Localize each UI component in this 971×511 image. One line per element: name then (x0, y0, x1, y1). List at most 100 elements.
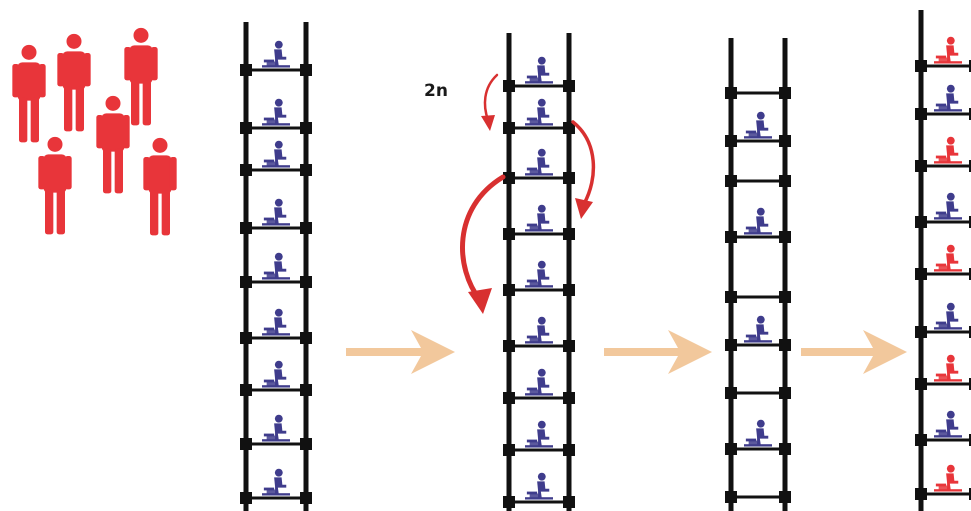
rung-joint (725, 387, 737, 399)
rung-joint (969, 434, 971, 446)
rung-joint (300, 122, 312, 134)
rung-joint (779, 291, 791, 303)
rung-joint (725, 291, 737, 303)
rung-joint (915, 108, 927, 120)
label-2n: 2n (424, 81, 448, 101)
rung-joint (563, 496, 575, 508)
move-arrows (460, 73, 596, 314)
curved-arrow-icon (571, 120, 596, 219)
seated-person-icon (262, 468, 290, 496)
ladder-2 (503, 33, 575, 511)
ladder-1 (240, 22, 312, 511)
rung-joint (969, 488, 971, 500)
crowd-group (12, 27, 177, 236)
seated-person-icon (744, 111, 772, 139)
rung-joint (969, 60, 971, 72)
rung-joint (240, 222, 252, 234)
seated-person-icon (525, 148, 553, 176)
rung-joint (915, 60, 927, 72)
transition-arrows (346, 330, 907, 374)
seated-person-new-icon (934, 36, 962, 64)
seated-person-icon (525, 368, 553, 396)
rung-joint (300, 276, 312, 288)
seated-person-icon (262, 360, 290, 388)
seated-person-icon (525, 56, 553, 84)
seated-person-icon (525, 260, 553, 288)
rung-joint (969, 326, 971, 338)
rung-joint (563, 340, 575, 352)
seated-person-icon (934, 192, 962, 220)
rung-joint (240, 164, 252, 176)
rung-joint (915, 326, 927, 338)
rung-joint (240, 438, 252, 450)
seated-person-icon (262, 198, 290, 226)
rung-joint (725, 175, 737, 187)
seated-person-icon (525, 316, 553, 344)
seated-person-icon (525, 98, 553, 126)
rung-joint (300, 222, 312, 234)
rung-joint (240, 492, 252, 504)
rung-joint (503, 496, 515, 508)
rung-joint (300, 384, 312, 396)
seated-person-new-icon (934, 464, 962, 492)
rung-joint (969, 378, 971, 390)
seated-person-icon (262, 40, 290, 68)
rung-joint (563, 80, 575, 92)
rung-joint (240, 64, 252, 76)
rung-joint (503, 392, 515, 404)
rung-joint (240, 332, 252, 344)
seated-person-icon (934, 302, 962, 330)
rung-joint (300, 492, 312, 504)
rung-joint (503, 228, 515, 240)
rung-joint (779, 175, 791, 187)
standing-person-icon (143, 137, 177, 236)
curved-arrow-icon (460, 174, 506, 314)
rung-joint (725, 339, 737, 351)
rung-joint (563, 444, 575, 456)
standing-person-icon (57, 33, 91, 132)
rung-joint (725, 231, 737, 243)
right-arrow-icon (604, 330, 712, 374)
rung-joint (563, 228, 575, 240)
right-arrow-icon (801, 330, 907, 374)
ladder-4 (915, 10, 971, 511)
seated-person-icon (744, 207, 772, 235)
rung-joint (969, 268, 971, 280)
seated-person-icon (262, 414, 290, 442)
rung-joint (969, 108, 971, 120)
seated-person-icon (744, 315, 772, 343)
seated-person-new-icon (934, 244, 962, 272)
rung-joint (300, 438, 312, 450)
rung-joint (725, 135, 737, 147)
rung-joint (240, 122, 252, 134)
rung-joint (915, 434, 927, 446)
rung-joint (240, 384, 252, 396)
rung-joint (779, 231, 791, 243)
rung-joint (915, 488, 927, 500)
seated-person-icon (262, 308, 290, 336)
seated-person-icon (262, 252, 290, 280)
ladder-3 (725, 38, 791, 511)
rung-joint (915, 268, 927, 280)
rung-joint (563, 122, 575, 134)
seated-person-icon (525, 420, 553, 448)
rung-joint (915, 160, 927, 172)
ladders-group (240, 10, 971, 511)
rung-joint (915, 216, 927, 228)
seated-person-icon (744, 419, 772, 447)
standing-person-icon (38, 136, 72, 235)
rung-joint (503, 444, 515, 456)
rung-joint (779, 443, 791, 455)
rung-joint (240, 276, 252, 288)
seated-person-icon (525, 472, 553, 500)
standing-person-icon (12, 44, 46, 143)
standing-person-icon (124, 27, 158, 126)
seated-person-new-icon (934, 354, 962, 382)
curved-arrow-icon (481, 73, 499, 131)
rung-joint (503, 340, 515, 352)
seated-person-icon (934, 410, 962, 438)
rung-joint (779, 339, 791, 351)
rung-joint (503, 172, 515, 184)
seated-person-icon (525, 204, 553, 232)
